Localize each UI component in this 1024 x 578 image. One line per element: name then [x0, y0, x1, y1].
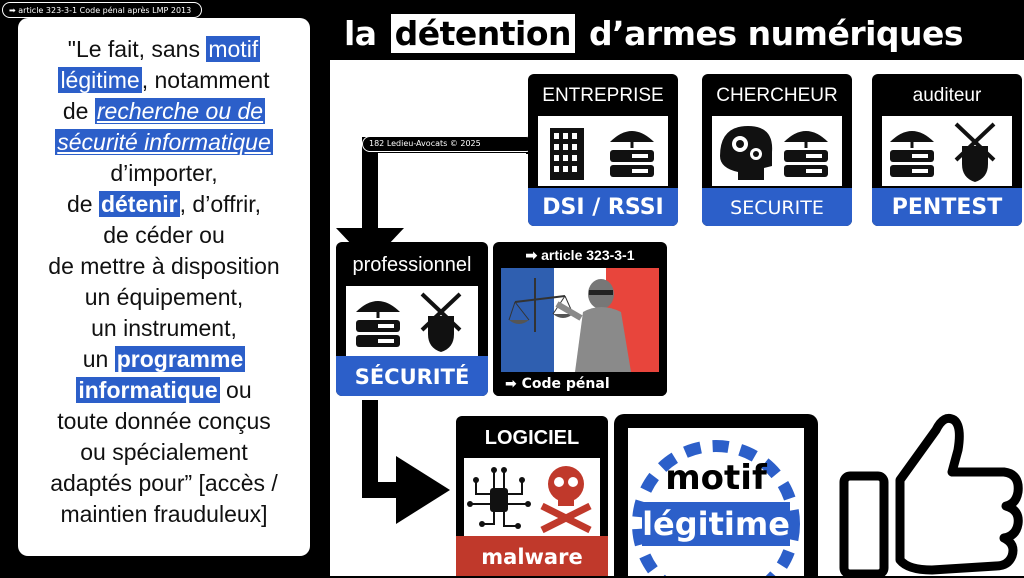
quote-text: de [62, 98, 95, 124]
card-article: ➡ article 323-3-1 ➡ Code pénal [493, 242, 667, 396]
quote-text: de mettre à disposition [48, 253, 280, 279]
quote-highlight: légitime [58, 67, 142, 93]
card-entreprise: ENTREPRISE DSI / RSSI [528, 74, 678, 226]
card-icons [712, 116, 842, 186]
quote-panel: "Le fait, sans motif légitime, notamment… [18, 18, 310, 556]
quote-text: un instrument, [91, 315, 237, 341]
title-text: d’armes numériques [577, 14, 964, 53]
copyright-badge: 182 Ledieu-Avocats © 2025 [362, 136, 534, 152]
quote-text: de céder ou [103, 222, 225, 248]
security-shield-icon [356, 292, 462, 352]
quote-highlight: sécurité informatique [55, 129, 273, 155]
card-motif-legitime: motif légitime [614, 414, 818, 576]
quote-text: "Le fait, sans [67, 36, 207, 62]
motif-panel: motif légitime [628, 428, 804, 576]
card-icons [346, 286, 478, 356]
quote-text: adaptés pour” [accès / [50, 470, 278, 496]
quote-highlight: motif [206, 36, 261, 62]
legal-quote: "Le fait, sans motif légitime, notamment… [18, 34, 310, 530]
card-icons [464, 458, 600, 536]
slide-title: la détention d’armes numériques [344, 8, 964, 60]
card-chercheur: CHERCHEUR SECURITE [702, 74, 852, 226]
card-title: ENTREPRISE [542, 85, 664, 106]
flag-image [501, 268, 659, 372]
brain-gear-icon [720, 126, 828, 180]
card-footer: DSI / RSSI [528, 188, 678, 226]
card-footer: malware [456, 536, 608, 576]
motif-word: motif [665, 458, 767, 498]
quote-highlight: informatique [76, 377, 220, 403]
quote-text: ou spécialement [80, 439, 248, 465]
quote-text: toute donnée conçus [57, 408, 271, 434]
dashed-circle [632, 440, 800, 576]
card-footer: SÉCURITÉ [336, 356, 488, 396]
title-boxed-word: détention [387, 11, 578, 56]
quote-highlight: programme [114, 346, 246, 372]
card-title: ➡ article 323-3-1 [525, 247, 635, 263]
quote-text: un [82, 346, 115, 372]
card-auditeur: auditeur PENTEST [872, 74, 1022, 226]
card-title: auditeur [912, 85, 982, 106]
quote-text: ou [219, 377, 252, 403]
quote-text: de [66, 191, 99, 217]
quote-highlight: détenir [98, 191, 180, 217]
quote-text: d’importer, [110, 160, 218, 186]
quote-text: , d’offrir, [179, 191, 262, 217]
title-text: la [344, 14, 388, 53]
chip-skull-icon [467, 466, 592, 534]
card-professionnel: professionnel SÉCURITÉ [336, 242, 488, 396]
card-title: LOGICIEL [484, 427, 580, 449]
card-icons [882, 116, 1012, 186]
legitime-word: légitime [642, 502, 790, 546]
quote-text: un équipement, [84, 284, 244, 310]
quote-highlight: recherche ou de [94, 98, 266, 124]
shield-swords-icon [890, 122, 996, 182]
card-title: CHERCHEUR [716, 85, 838, 106]
quote-text: , notamment [141, 67, 270, 93]
card-footer: ➡ Code pénal [493, 372, 667, 396]
justice-statue-icon [501, 268, 659, 372]
card-logiciel: LOGICIEL malware [456, 416, 608, 576]
card-title: professionnel [352, 254, 472, 276]
card-footer: SECURITE [702, 188, 852, 226]
card-icons [538, 116, 668, 186]
thumbs-up-icon [839, 413, 1023, 576]
quote-text: maintien frauduleux] [60, 501, 268, 527]
building-icon [550, 128, 654, 180]
article-tagline: ➡ article 323-3-1 Code pénal après LMP 2… [2, 2, 202, 18]
card-footer: PENTEST [872, 188, 1022, 226]
